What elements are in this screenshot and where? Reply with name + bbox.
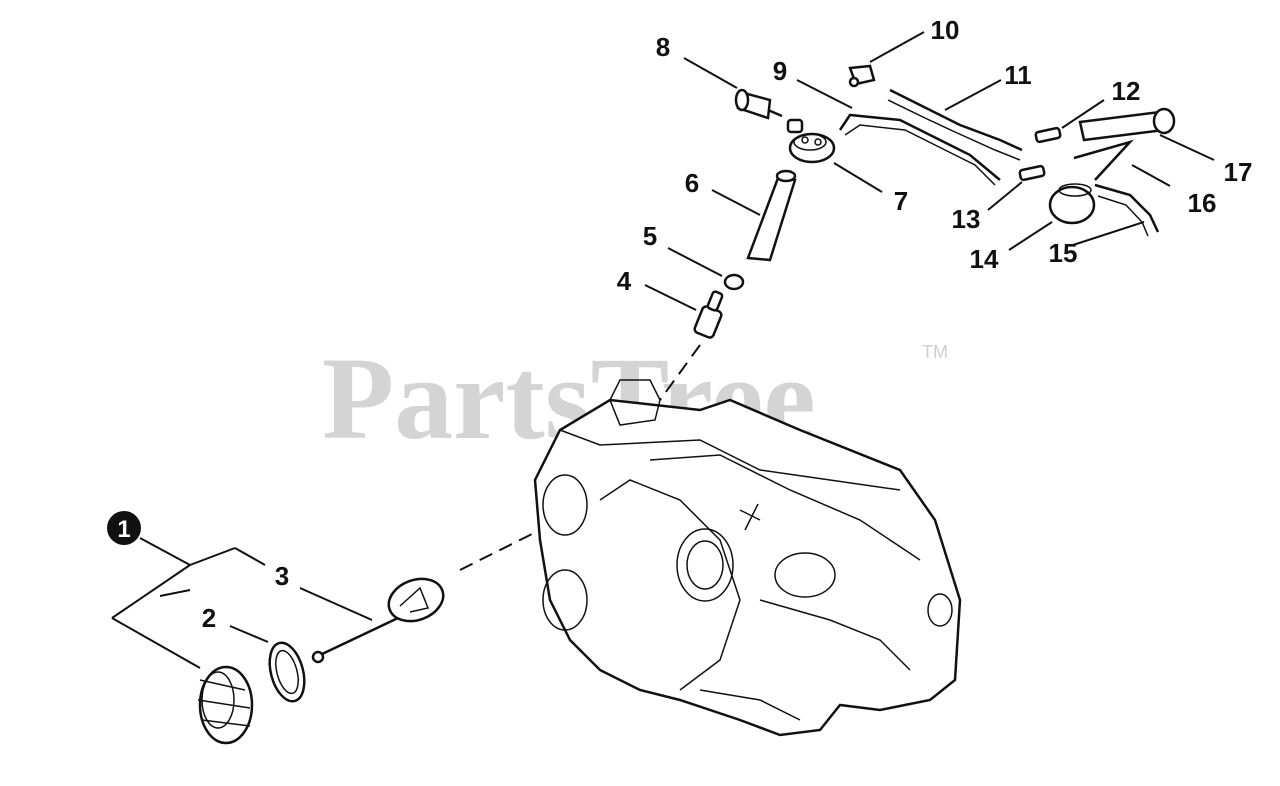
callout-8[interactable]: 8 <box>656 32 670 62</box>
callout-15[interactable]: 15 <box>1049 238 1078 268</box>
callout-labels: 1 2 3 4 5 6 7 8 9 10 11 12 13 14 15 16 1… <box>107 15 1252 633</box>
o-ring-5[interactable] <box>723 273 745 291</box>
callout-17[interactable]: 17 <box>1224 157 1253 187</box>
callout-9[interactable]: 9 <box>773 56 787 86</box>
elbow-fitting-10[interactable] <box>848 64 876 88</box>
callout-7[interactable]: 7 <box>894 186 908 216</box>
callout-13[interactable]: 13 <box>952 204 981 234</box>
leader-lines <box>111 31 1215 669</box>
gasket-ring[interactable] <box>264 639 310 705</box>
nipple-12[interactable] <box>1034 126 1062 144</box>
oil-cap[interactable] <box>197 665 254 745</box>
callout-5[interactable]: 5 <box>643 221 657 251</box>
callout-12[interactable]: 12 <box>1112 76 1141 106</box>
crankcase-housing[interactable] <box>533 379 962 737</box>
hose-11[interactable] <box>889 88 1023 152</box>
filter-17[interactable] <box>1078 107 1176 142</box>
callout-10[interactable]: 10 <box>931 15 960 45</box>
watermark-trademark: TM <box>922 342 948 362</box>
callout-11[interactable]: 11 <box>1004 60 1032 90</box>
callout-3[interactable]: 3 <box>275 561 289 591</box>
fitting-leader-dash <box>659 344 701 401</box>
callout-2[interactable]: 2 <box>202 603 216 633</box>
valve-body-7[interactable] <box>786 118 836 164</box>
callout-1-badge <box>107 511 141 545</box>
hose-16[interactable] <box>1073 139 1134 181</box>
connector-8[interactable] <box>734 88 783 120</box>
callout-4[interactable]: 4 <box>617 266 632 296</box>
fitting-4[interactable] <box>693 290 724 339</box>
callout-6[interactable]: 6 <box>685 168 699 198</box>
dipstick[interactable] <box>311 572 449 664</box>
hose-9[interactable] <box>838 113 1001 181</box>
hose-15[interactable] <box>1094 183 1160 233</box>
pickup-tube-6[interactable] <box>746 169 797 262</box>
callout-14[interactable]: 14 <box>970 244 999 274</box>
primer-bulb-14[interactable] <box>1048 183 1096 225</box>
callout-1[interactable]: 1 <box>117 516 130 543</box>
nipple-13[interactable] <box>1018 164 1046 182</box>
dipstick-leader-dash <box>459 529 541 571</box>
callout-16[interactable]: 16 <box>1188 188 1217 218</box>
